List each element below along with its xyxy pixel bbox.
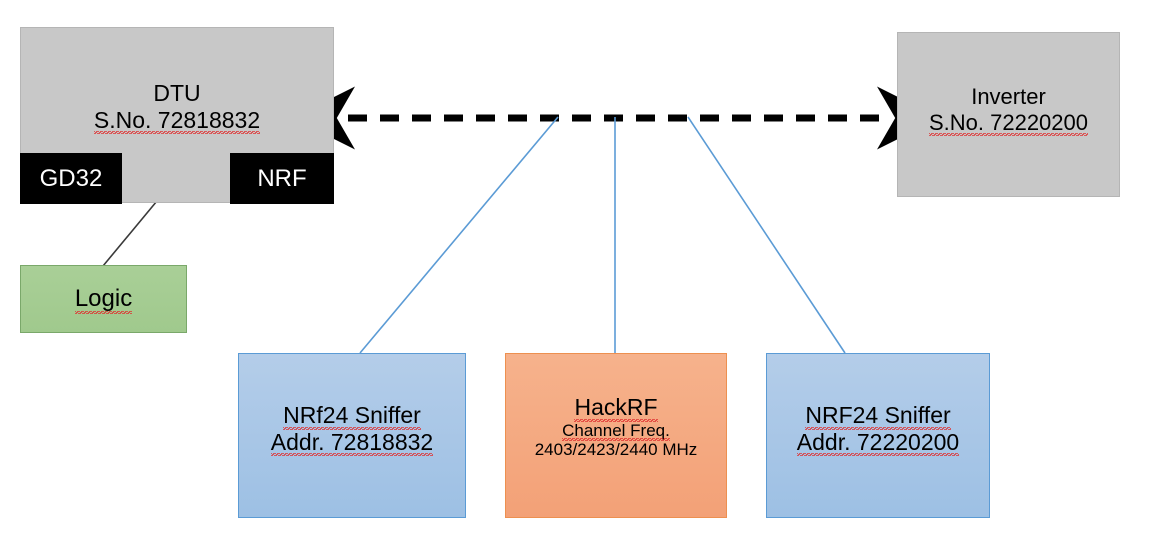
dtu-serial-text: S.No. 72818832 (93, 106, 261, 135)
inverter-serial-text: S.No. 72220200 (928, 109, 1089, 136)
inverter-serial: S.No. 72220200 (928, 109, 1089, 136)
hackrf-line2: Channel Freq. (562, 420, 670, 442)
sniffer-left-line1-text: NRf24 Sniffer (283, 402, 421, 430)
hackrf-line1-text: HackRF (574, 394, 658, 422)
hackrf-line2-text: Channel Freq. (562, 420, 670, 442)
chip-gd32[interactable]: GD32 (20, 153, 122, 204)
logic-label: Logic (74, 285, 133, 314)
hackrf-line3: 2403/2423/2440 MHz (534, 440, 698, 460)
sniffer-left-line2: Addr. 72818832 (270, 428, 434, 457)
sniffer-right-line2-text: Addr. 72220200 (796, 428, 960, 457)
node-sniffer-right[interactable]: NRF24 Sniffer Addr. 72220200 (766, 353, 990, 518)
hackrf-line1: HackRF (574, 394, 658, 422)
dtu-title: DTU (153, 80, 201, 106)
sniffer-right-line1: NRF24 Sniffer (805, 402, 951, 430)
sniffer-left-line1: NRf24 Sniffer (283, 402, 421, 430)
capture-tap-lines (359, 116, 846, 354)
node-inverter[interactable]: Inverter S.No. 72220200 (897, 32, 1120, 197)
node-hackrf[interactable]: HackRF Channel Freq. 2403/2423/2440 MHz (505, 353, 727, 518)
chip-gd32-label: GD32 (39, 164, 103, 192)
sniffer-right-line2: Addr. 72220200 (796, 428, 960, 457)
sniffer-right-line1-text: NRF24 Sniffer (805, 402, 951, 430)
inverter-title: Inverter (971, 84, 1046, 109)
capture-tap-right (687, 116, 846, 354)
chip-nrf[interactable]: NRF (230, 153, 334, 204)
sniffer-left-line2-text: Addr. 72818832 (270, 428, 434, 457)
dtu-serial: S.No. 72818832 (93, 106, 261, 135)
node-logic-analyzer[interactable]: Logic (20, 265, 187, 333)
chip-nrf-label: NRF (257, 164, 307, 192)
node-sniffer-left[interactable]: NRf24 Sniffer Addr. 72818832 (238, 353, 466, 518)
capture-tap-left (359, 116, 559, 354)
